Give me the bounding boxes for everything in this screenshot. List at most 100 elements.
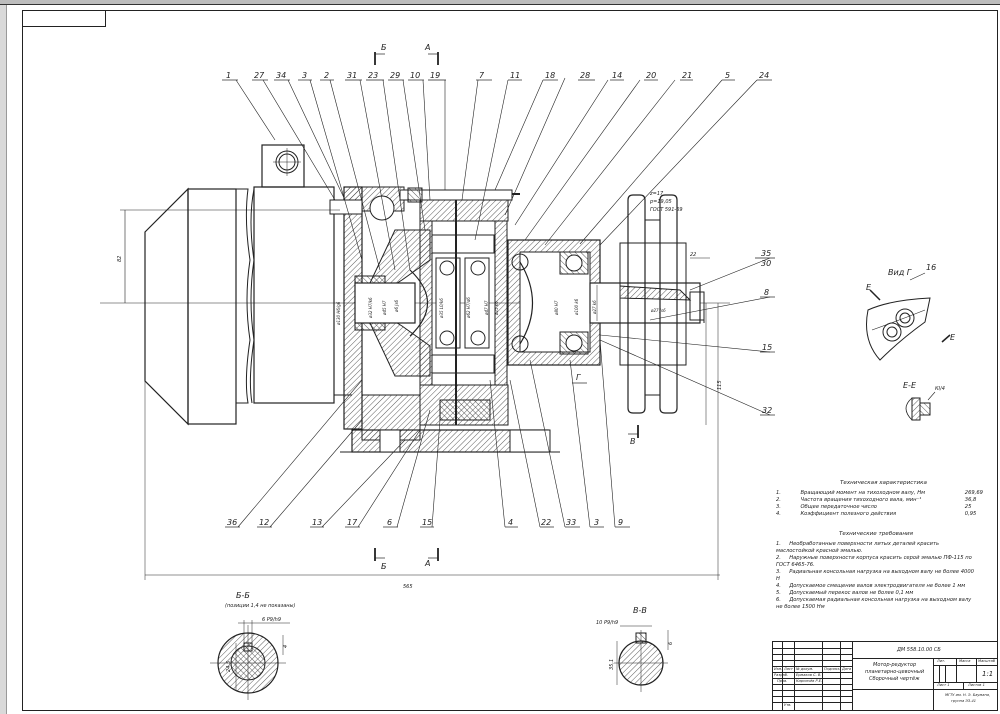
input-shaft	[354, 282, 416, 324]
position-label: 29	[390, 71, 400, 80]
window-top-border	[0, 0, 1000, 4]
drawing-name-2: планетарно-цевочный	[865, 669, 925, 675]
position-label: 6	[387, 518, 392, 527]
inner-dim: ø32 H7/k6	[368, 297, 373, 319]
section-mark-e: Е	[950, 333, 956, 342]
gear-housing	[410, 189, 520, 426]
position-label: 9	[618, 518, 623, 527]
scale-value: 1:1	[982, 670, 994, 678]
sprocket-note-gost: ГОСТ 591-69	[650, 207, 683, 213]
col-header-izm: Изм.	[774, 667, 783, 671]
position-label: 21	[682, 71, 692, 80]
position-label: 3	[594, 518, 599, 527]
section-vv-drawing	[614, 625, 669, 692]
position-label: 22	[541, 518, 551, 527]
terminal-box	[261, 144, 305, 188]
view-mark-g: Г	[576, 373, 581, 382]
position-label: 12	[259, 518, 269, 527]
position-label: 18	[545, 71, 555, 80]
position-label: 23	[368, 71, 378, 80]
position-label: 7	[479, 71, 485, 80]
section-mark-e: Е	[866, 283, 872, 292]
position-label: 32	[762, 406, 772, 415]
position-label: 28	[580, 71, 590, 80]
role-developer: Разраб.	[774, 673, 789, 677]
inner-dim: ø35 L0/k6	[439, 298, 444, 319]
vv-dim: 35,1	[609, 659, 615, 670]
organization-line-2: группа ЭЗ-41	[951, 699, 977, 703]
title-block: Изм. Лист № докум. Подпись Дата Разраб. …	[772, 641, 998, 711]
section-bb-note: (позиции 1,4 не показаны)	[225, 603, 296, 609]
position-label: 27	[254, 71, 265, 80]
section-ee-title: Е-Е	[903, 381, 917, 390]
developer-name: Ермаков С. В.	[796, 673, 822, 677]
hub-width-dim: 22	[690, 252, 696, 258]
col-header-doc: № докум.	[796, 667, 814, 671]
sprocket-note-z: z=17	[649, 191, 664, 197]
inner-dim: ø80 H7	[554, 300, 559, 316]
inner-dim: ø45 H7	[382, 300, 387, 316]
position-label: 19	[430, 71, 440, 80]
position-label: 34	[276, 71, 286, 80]
spec-row: 1.Вращающий момент на тихоходном валу, Н…	[776, 490, 983, 496]
requirement-item: 4. Допускаемое смещение валов электродви…	[776, 583, 966, 589]
section-bb-key: 6 P9/h9	[262, 617, 281, 623]
position-label: 16	[926, 263, 936, 272]
organization-line-1: МГТУ им. Н. Э. Баумана,	[945, 693, 991, 697]
position-label: 31	[347, 71, 357, 80]
section-mark-b: Б	[381, 43, 387, 52]
view-g-title: Вид Г	[888, 268, 912, 277]
position-label: 4	[508, 518, 513, 527]
section-mark-a: А	[424, 559, 430, 568]
position-label: 15	[762, 343, 772, 352]
position-label: 35	[761, 249, 771, 258]
role-checker: Пров.	[777, 679, 788, 683]
lit-label: Лит.	[937, 659, 946, 663]
sheet-number: Лист 1	[937, 683, 950, 687]
requirement-item: 6. Допускаемая радиальная консольная наг…	[776, 597, 972, 610]
section-bb-title: Б-Б	[236, 591, 250, 600]
base-foot	[340, 429, 560, 453]
drawing-name-1: Мотор-редуктор	[873, 662, 917, 668]
inner-dim: ø6 Js6	[394, 299, 399, 313]
left-scrollbar[interactable]	[0, 5, 7, 714]
drawing-name-3: Сборочный чертёж	[869, 676, 920, 682]
requirement-item: 5. Допускаемый перекос валов не более 0,…	[776, 590, 914, 596]
position-label: 5	[725, 71, 730, 80]
inner-dim: ø47 H7	[484, 300, 489, 316]
requirement-item: 2. Наружные поверхности корпуса красить …	[776, 555, 972, 568]
height-right-dim: 115	[717, 380, 723, 390]
bb-dim-2: 4	[283, 645, 289, 648]
position-label: 15	[422, 518, 432, 527]
section-vv-title: В-В	[633, 606, 647, 615]
output-housing	[507, 239, 601, 366]
position-label: 20	[646, 71, 656, 80]
sprocket	[619, 194, 687, 414]
tech-requirements: Технические требования 1. Необработанные…	[776, 531, 976, 611]
section-ee-drawing	[905, 391, 936, 421]
sheets-total: Листов 1	[968, 683, 985, 687]
section-mark-v: В	[630, 437, 636, 446]
position-label: 17	[347, 518, 358, 527]
checker-name: Кирпичёв Р.Е.	[796, 679, 823, 683]
col-header-list: Лист	[784, 667, 793, 671]
requirement-item: 3. Радиальная консольная нагрузка на вых…	[776, 569, 974, 582]
section-ee-label: КI/4	[935, 386, 945, 392]
position-label: 1	[226, 71, 231, 80]
spec-row: 2.Частота вращения тихоходного вала, мин…	[776, 497, 977, 503]
window-top-line	[0, 4, 1000, 5]
position-label: 11	[510, 71, 520, 80]
section-vv-key: 10 P9/h9	[596, 620, 618, 626]
position-label: 14	[612, 71, 622, 80]
position-label: 8	[764, 288, 769, 297]
col-header-date: Дата	[842, 667, 852, 671]
position-label: 24	[759, 71, 769, 80]
height-left-dim: 82	[117, 256, 123, 262]
position-label: 2	[324, 71, 329, 80]
position-label: 13	[312, 518, 322, 527]
position-label: 30	[761, 259, 771, 268]
inner-dim: ø100 k6	[574, 298, 579, 316]
